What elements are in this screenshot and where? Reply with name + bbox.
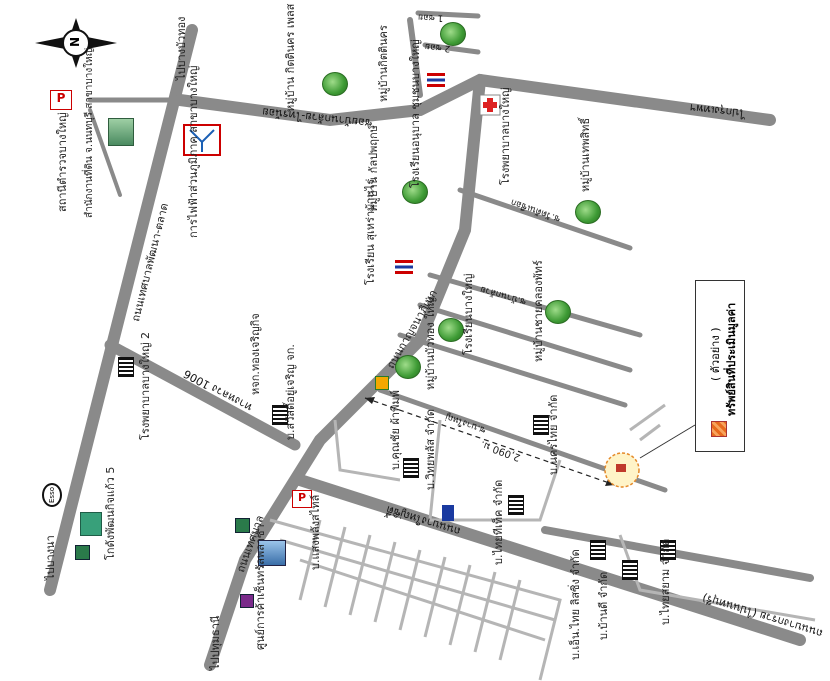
label-company10: บ.เอ็น.ไทย ลิสซิ่ง จำกัด bbox=[569, 549, 582, 660]
label-to-bangna: ไปบางนา bbox=[44, 535, 57, 580]
label-company4: บ.ไทยทีเท็ค จำกัด bbox=[492, 479, 505, 565]
label-hospital: โรงพยาบาลบางใหญ่ bbox=[499, 87, 512, 186]
label-shop2: บ.สวัสดิ์อยู่เจริญ จก. bbox=[284, 344, 297, 440]
label-to-bangbuathong: ไปบางบัวทอง bbox=[175, 16, 188, 80]
seven-eleven-icon bbox=[375, 376, 389, 390]
village-icon bbox=[395, 355, 421, 379]
village-icon bbox=[322, 72, 348, 96]
office-building-icon bbox=[108, 118, 134, 146]
map-legend: ทรัพย์สินที่ประเมินมูลค่า ( ตัวอย่าง ) bbox=[695, 280, 745, 452]
legend-swatch bbox=[711, 421, 727, 437]
label-police: สถานีตำรวจบางใหญ่ bbox=[56, 112, 69, 212]
building-icon bbox=[508, 495, 524, 515]
flag-icon bbox=[395, 260, 413, 274]
building-icon bbox=[272, 405, 288, 425]
label-company3: บ.วิทยพลัส จำกัด bbox=[424, 409, 437, 490]
gas-station-icon: Esso bbox=[42, 483, 62, 507]
label-village2: หมู่บ้านกิตตินคร bbox=[377, 25, 390, 102]
building-icon bbox=[590, 540, 606, 560]
building-icon bbox=[533, 415, 549, 435]
label-village5: หมู่บ้านบัวทอง ใหญ่ bbox=[424, 296, 437, 390]
road-1006 bbox=[104, 339, 301, 451]
legend-subtitle: ( ตัวอย่าง ) bbox=[709, 327, 722, 382]
label-soi2: 2 ซอย bbox=[424, 40, 451, 54]
label-to-pathum-bottom: ไปปทุมธานี bbox=[209, 615, 222, 670]
police-icon: P bbox=[50, 90, 72, 110]
label-company5: บ.แสงพลังสไทล์ bbox=[309, 494, 322, 570]
label-school3: โรงเรียนบางใหญ่ bbox=[462, 273, 475, 355]
village-icon bbox=[440, 22, 466, 46]
label-school2: โรงเรียน สุเหร่าบ้านไร่ bbox=[364, 178, 377, 285]
label-village6: หมู่บ้านชายคลองพัทร์ bbox=[532, 260, 545, 362]
label-electric: การไฟฟ้าส่วนภูมิภาค สาขาบางใหญ่ bbox=[187, 65, 200, 238]
compass-north-label: N bbox=[68, 36, 83, 48]
label-school1: โรงเรียนอนุบาล ชุมชนบางใหญ่ bbox=[409, 39, 422, 188]
flag-icon bbox=[427, 73, 445, 87]
road-bangyai-city bbox=[294, 474, 806, 646]
building-icon bbox=[403, 458, 419, 478]
legend-title: ทรัพย์สินที่ประเมินมูลค่า bbox=[725, 302, 738, 416]
village-icon bbox=[575, 200, 601, 224]
label-company9: บ.ไทยสยาม จำกัด bbox=[659, 538, 672, 625]
bus-icon bbox=[442, 505, 454, 521]
bank-icon bbox=[75, 545, 90, 560]
village-icon bbox=[402, 180, 428, 204]
label-company2: บ.นครไทย จำกัด bbox=[547, 394, 560, 475]
label-village4: หมู่บ้านเทพสิทธิ์ bbox=[579, 117, 592, 192]
village-icon bbox=[438, 318, 464, 342]
building-icon bbox=[118, 357, 134, 377]
mall-icon bbox=[258, 540, 286, 566]
road-top bbox=[174, 73, 776, 127]
label-soi1: 1 ซอย bbox=[417, 11, 444, 23]
label-village1: หมู่บ้าน กิตตินคร เพลส บางใหญ่ bbox=[284, 0, 297, 112]
label-land-office: สำนักงานที่ดิน จ.นนทบุรี สาขาบางใหญ่ bbox=[84, 47, 95, 218]
building-icon bbox=[660, 540, 676, 560]
distance-arrow bbox=[364, 397, 616, 486]
warehouse-icon bbox=[80, 512, 102, 536]
police-icon: P bbox=[292, 490, 312, 508]
bank-icon bbox=[235, 518, 250, 533]
label-company1: บ.คุณชัย ผ้าพิมพ์ bbox=[389, 390, 402, 470]
label-shop1: หจก.ทองเจริญกิจ bbox=[249, 313, 262, 395]
label-station5: โกดังพัฒนกิจแก้ว 5 bbox=[104, 466, 117, 560]
compass-rose: N bbox=[35, 18, 117, 68]
post-icon bbox=[240, 594, 254, 608]
village-icon bbox=[545, 300, 571, 324]
label-company8: บ.บ้านดี จำกัด bbox=[597, 571, 610, 640]
building-icon bbox=[622, 560, 638, 580]
label-hospital2: โรงพยาบาลบางใหญ่ 2 bbox=[139, 332, 152, 440]
road-right-lower bbox=[541, 526, 814, 582]
road-main-diagonal bbox=[44, 24, 198, 596]
road-central bbox=[204, 74, 486, 671]
